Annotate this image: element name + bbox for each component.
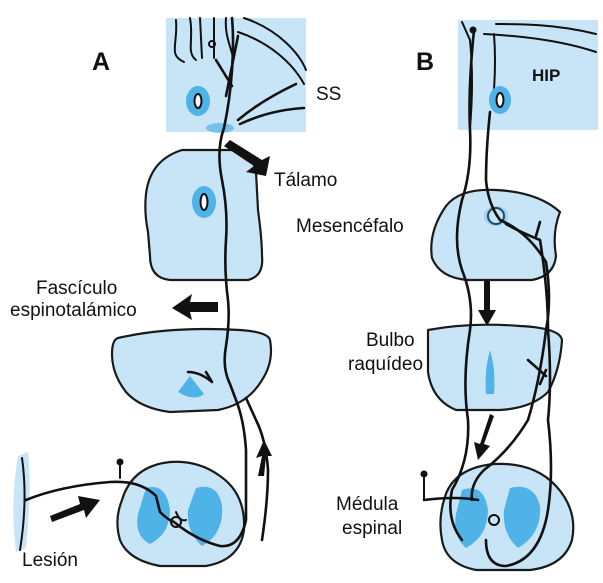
label-fasciculo-line2: espinotalámico (10, 300, 137, 322)
arrow-fasciculo (172, 294, 218, 320)
arrow-mesencefalo-down (478, 280, 496, 326)
label-ss: SS (316, 84, 341, 106)
cortex-section-a (166, 18, 306, 133)
mesencephalon-section-b (431, 190, 560, 280)
label-medula-line1: Médula (336, 494, 398, 516)
panel-label-b: B (416, 48, 434, 77)
panel-label-a: A (92, 48, 110, 77)
label-lesion: Lesión (22, 550, 78, 572)
label-talamo: Tálamo (274, 170, 337, 192)
label-bulbo-line1: Bulbo (366, 330, 415, 352)
label-medula-line2: espinal (342, 518, 402, 540)
panel-b-figure (421, 20, 599, 570)
arrow-bulbo-down (474, 414, 494, 460)
medulla-section-b (428, 325, 562, 410)
spinal-cord-section-a (117, 462, 244, 566)
label-mesencefalo: Mesencéfalo (296, 216, 404, 238)
arrow-ascending-a (256, 440, 272, 476)
label-bulbo-line2: raquídeo (348, 354, 423, 376)
label-hip: HIP (532, 66, 560, 86)
cortex-section-b (458, 20, 598, 130)
arrow-lesion (50, 496, 100, 522)
label-fasciculo-line1: Fascículo (36, 278, 117, 300)
